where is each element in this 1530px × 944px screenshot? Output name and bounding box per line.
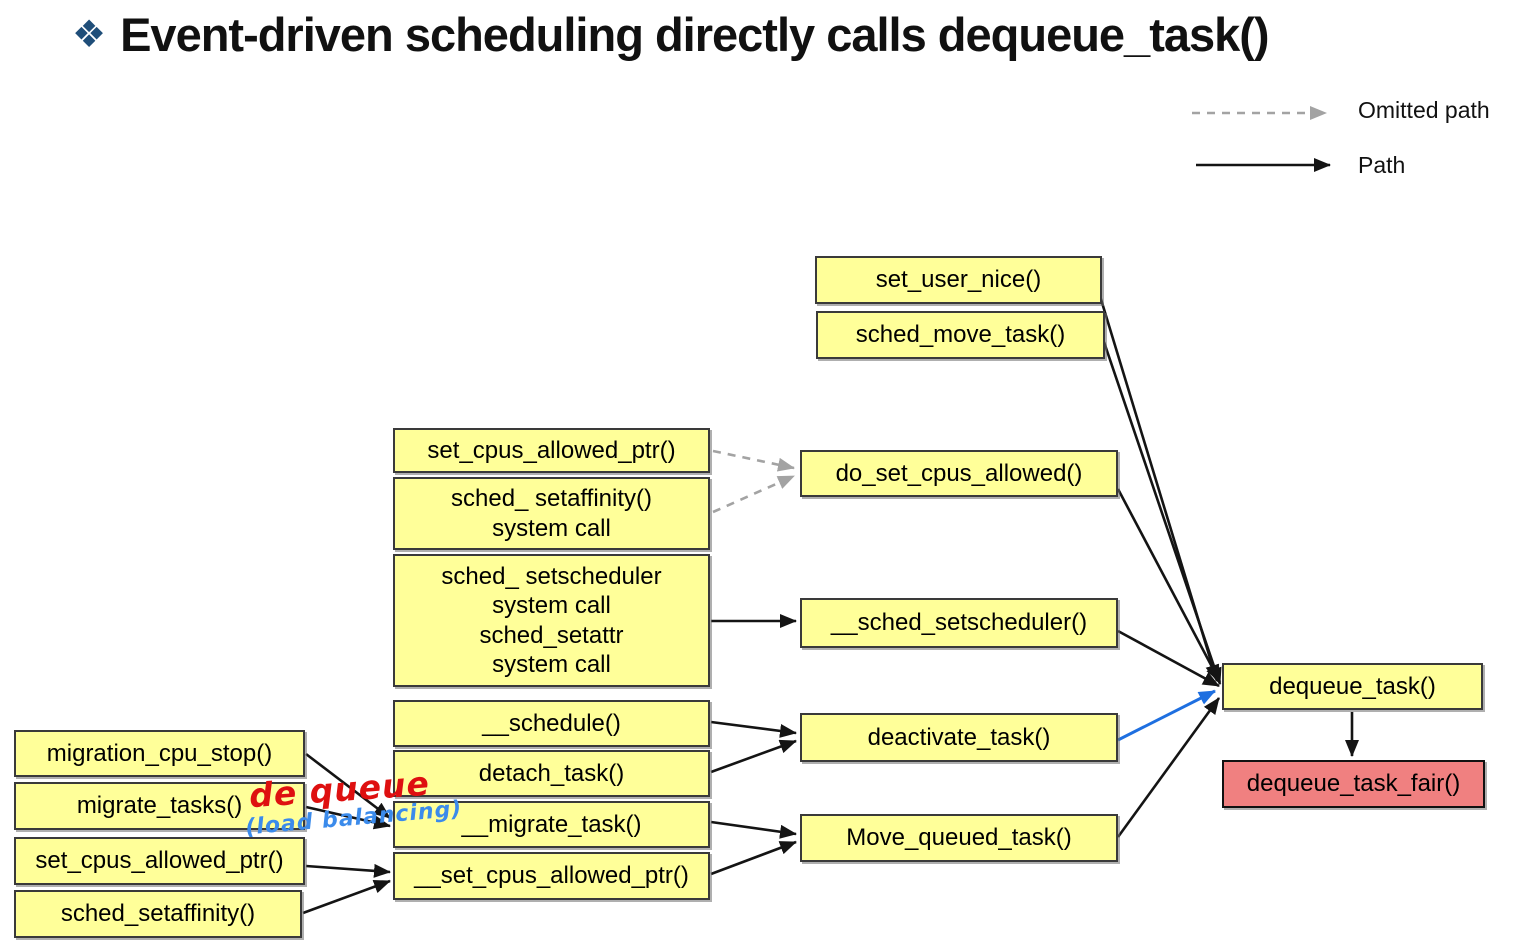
arrow-set-cpus-allowed-ptr-internal-to-move-queued-task [710, 840, 797, 876]
arrow-schedule-to-deactivate-task [710, 720, 797, 738]
node-label: dequeue_task() [1269, 672, 1436, 700]
legend-path-label: Path [1358, 152, 1406, 178]
node-label: migrate_tasks() [76, 792, 243, 820]
arrow-sched-setaffinity-syscall-to-do-set-cpus-allowed [712, 474, 795, 514]
arrow-set-cpus-allowed-ptr-to-do-set-cpus-allowed [712, 449, 795, 472]
node-set-user-nice: set_user_nice() [815, 256, 1102, 304]
arrow-do-set-cpus-allowed-to-dequeue-task [1116, 488, 1222, 683]
node-label: detach_task() [478, 759, 625, 787]
node-move-queued-task: Move_queued_task() [800, 814, 1118, 862]
node-sched-setaffinity-left: sched_setaffinity() [14, 890, 302, 938]
node-migration-cpu-stop: migration_cpu_stop() [14, 730, 305, 777]
node-sched-setaffinity-syscall: sched_ setaffinity() system call [393, 477, 710, 550]
node-set-cpus-allowed-ptr-left: set_cpus_allowed_ptr() [14, 837, 305, 885]
node-label: set_user_nice() [875, 266, 1042, 294]
node-sched-move-task: sched_move_task() [816, 311, 1105, 359]
node-label: __schedule() [482, 709, 621, 737]
arrow-set-cpus-allowed-ptr-left-to-internal [305, 863, 391, 878]
node-label: dequeue_task_fair() [1246, 770, 1461, 798]
page-title: ❖ Event-driven scheduling directly calls… [72, 6, 1270, 64]
node-label: sched_ setscheduler system call sched_se… [441, 562, 662, 678]
node-label: sched_ setaffinity() system call [451, 485, 652, 542]
arrow-migrate-task-to-move-queued-task [710, 820, 797, 839]
arrow-move-queued-task-to-dequeue-task [1116, 697, 1221, 838]
arrow-deactivate-task-to-dequeue-task-blue [1117, 689, 1216, 742]
diamond-bullet-icon: ❖ [72, 14, 107, 56]
arrow-sched-move-task-to-dequeue-task [1102, 341, 1222, 685]
node-label: __migrate_task() [461, 810, 642, 838]
node-migrate-task: __migrate_task() [393, 801, 710, 848]
node-label: do_set_cpus_allowed() [835, 459, 1083, 487]
title-text: Event-driven scheduling directly calls d… [120, 8, 1269, 61]
node-label: __sched_setscheduler() [830, 609, 1088, 637]
node-label: sched_setaffinity() [60, 900, 256, 928]
node-set-cpus-allowed-ptr-mid: set_cpus_allowed_ptr() [393, 428, 710, 473]
arrow-sched-setaffinity-left-to-internal [302, 879, 391, 915]
node-label: set_cpus_allowed_ptr() [427, 436, 676, 464]
node-do-set-cpus-allowed: do_set_cpus_allowed() [800, 450, 1118, 497]
node-label: Move_queued_task() [846, 824, 1072, 852]
legend-omitted-path-label: Omitted path [1358, 97, 1490, 123]
node-set-cpus-allowed-ptr-internal: __set_cpus_allowed_ptr() [393, 852, 710, 900]
node-sched-setscheduler-syscall: sched_ setscheduler system call sched_se… [393, 554, 710, 687]
arrow-detach-task-to-deactivate-task [710, 739, 797, 774]
node-detach-task: detach_task() [393, 750, 710, 797]
node-sched-setscheduler-internal: __sched_setscheduler() [800, 598, 1118, 648]
node-label: sched_move_task() [855, 321, 1066, 349]
node-label: __set_cpus_allowed_ptr() [414, 862, 689, 890]
node-schedule: __schedule() [393, 700, 710, 747]
node-label: migration_cpu_stop() [46, 739, 273, 767]
node-migrate-tasks: migrate_tasks() [14, 782, 305, 830]
node-dequeue-task-fair: dequeue_task_fair() [1222, 760, 1485, 808]
node-label: deactivate_task() [867, 723, 1051, 751]
node-deactivate-task: deactivate_task() [800, 713, 1118, 762]
node-label: set_cpus_allowed_ptr() [35, 847, 284, 875]
arrow-sched-setscheduler-internal-to-dequeue-task [1117, 629, 1220, 688]
node-dequeue-task: dequeue_task() [1222, 663, 1483, 710]
